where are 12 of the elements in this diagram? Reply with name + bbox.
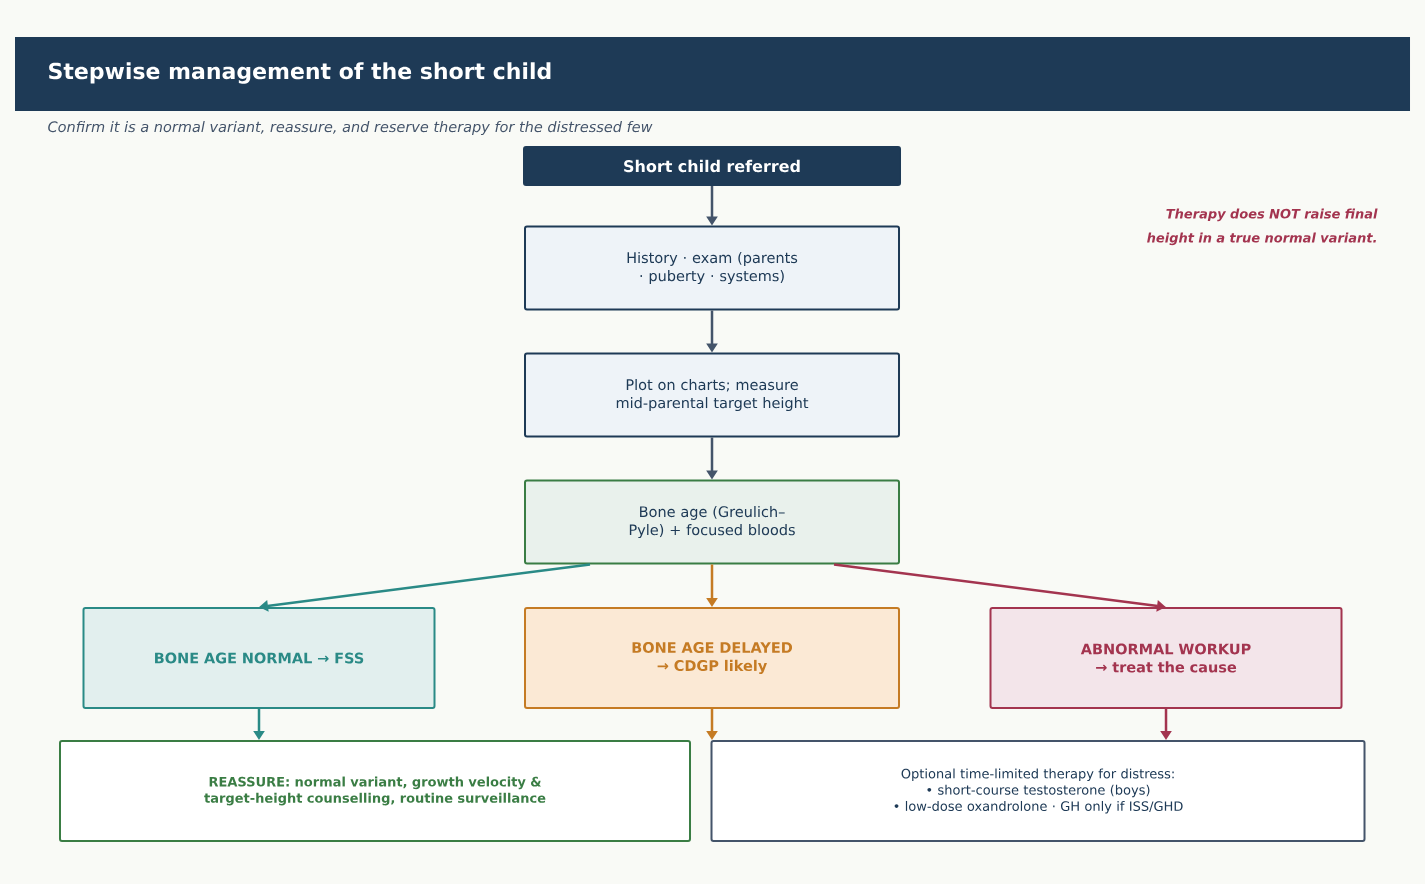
outcome-box: ABNORMAL WORKUP → treat the cause xyxy=(989,607,1343,709)
note: Therapy does NOT raise final height in a true normal variant. xyxy=(1147,208,1378,246)
subtitle: Confirm it is a normal variant, reassure, and reserve therapy for the distressed few xyxy=(48,121,653,135)
process-box: Bone age (Greulich–Pyle) + focused bloods xyxy=(524,479,900,565)
process-box: Plot on charts; measure mid-parental target height xyxy=(524,352,900,438)
outcome-box: BONE AGE NORMAL → FSS xyxy=(82,607,436,709)
outcome-box: BONE AGE DELAYED → CDGP likely xyxy=(524,607,900,709)
process-box: History · exam (parents · puberty · systems) xyxy=(524,225,900,311)
action-box: REASSURE: normal variant, growth velocity & target-height counselling, routine surveillance xyxy=(59,740,691,842)
action-box: Optional time-limited therapy for distress: • short-course testosterone (boys) • low-dose oxandrolone · GH only if ISS/GHD xyxy=(710,740,1366,842)
title-banner: Stepwise management of the short child xyxy=(15,37,1410,111)
start-box: Short child referred xyxy=(523,146,901,186)
